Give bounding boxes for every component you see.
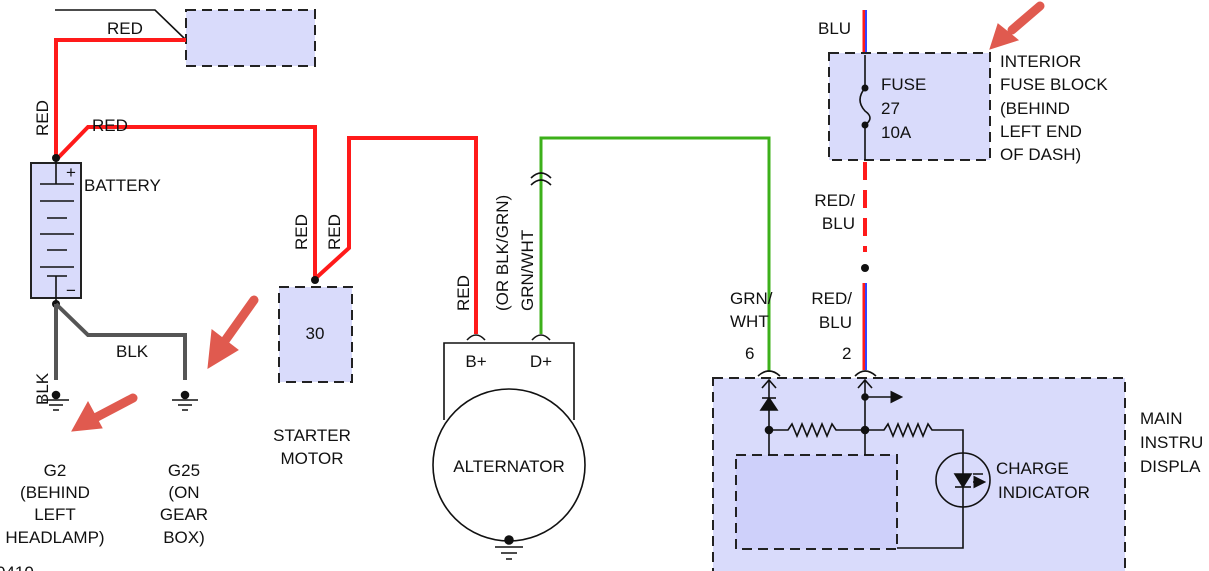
- grn-wht-label-2: WHT: [730, 312, 769, 331]
- red-label-vertical: RED: [33, 100, 52, 136]
- fuse-dot: [861, 84, 869, 92]
- g2-line: (BEHIND: [20, 483, 90, 502]
- grn-wht-label-1: GRN/: [730, 289, 773, 308]
- diagram-code: 0410: [0, 563, 34, 571]
- blk-ground-wires: [54, 302, 187, 380]
- red-blu-label-1a: RED/: [814, 191, 855, 210]
- arrow-icon-g2: [90, 393, 138, 423]
- g2-line: HEADLAMP): [5, 528, 104, 547]
- fuse-block-label-line: LEFT END: [1000, 122, 1082, 141]
- g2-line: G2: [44, 461, 67, 480]
- splice-dot: [861, 264, 869, 272]
- alternator-b-plus: B+: [465, 352, 486, 371]
- grn-wht-wire: [539, 136, 771, 372]
- g25-line: BOX): [163, 528, 205, 547]
- red-label-battery: RED: [92, 116, 128, 135]
- fuse-block-label: INTERIOR FUSE BLOCK (BEHIND LEFT END OF …: [1000, 52, 1108, 164]
- g25-line: (ON: [168, 483, 199, 502]
- inline-connector-icon: [530, 172, 552, 186]
- starter-label-1: STARTER: [273, 426, 351, 445]
- cluster-label-2: INSTRU: [1140, 433, 1203, 452]
- charge-indicator-label-2: INDICATOR: [998, 483, 1090, 502]
- interior-fuse-block: [828, 52, 991, 161]
- blk-label-vertical: BLK: [33, 372, 52, 405]
- battery-plus: +: [66, 163, 76, 182]
- black-lead: [55, 9, 187, 41]
- g2-line: LEFT: [34, 505, 76, 524]
- ground-icon-g2: [43, 390, 69, 411]
- battery-symbol: [30, 154, 82, 308]
- arrow-head-icon: [207, 329, 239, 369]
- alternator-red-label: RED: [454, 275, 473, 311]
- alternator-d-plus: D+: [530, 352, 552, 371]
- alternator-symbol: [432, 334, 586, 560]
- arrow-icon-g25: [217, 295, 259, 350]
- red-wire-alternator: [314, 136, 478, 334]
- starter-junction-dot: [311, 276, 319, 284]
- fuse-dot: [861, 121, 869, 129]
- g25-line: GEAR: [160, 505, 208, 524]
- battery-label: BATTERY: [84, 176, 161, 195]
- arrow-head-icon: [71, 400, 103, 432]
- red-wire-top: [54, 38, 186, 160]
- g2-label: G2 (BEHIND LEFT HEADLAMP): [5, 461, 104, 547]
- cluster-label-1: MAIN: [1140, 409, 1183, 428]
- starter-terminal: 30: [306, 324, 325, 343]
- arrow-icon-fuse-block: [1007, 1, 1045, 35]
- red-blu-label-2a: RED/: [811, 289, 852, 308]
- cluster-label-3: DISPLA: [1140, 457, 1201, 476]
- fuse-line: FUSE: [881, 75, 926, 94]
- red-blu-label-1b: BLU: [822, 214, 855, 233]
- starter-red-label-1: RED: [292, 214, 311, 250]
- charge-indicator-led-icon: [935, 452, 990, 508]
- g25-label: G25 (ON GEAR BOX): [160, 461, 208, 547]
- g25-line: G25: [168, 461, 200, 480]
- charge-indicator-label-1: CHARGE: [996, 459, 1069, 478]
- blu-label: BLU: [818, 19, 851, 38]
- starter-label-2: MOTOR: [281, 449, 344, 468]
- red-label-top: RED: [107, 19, 143, 38]
- top-component-box: [185, 9, 316, 67]
- fuse-block-label-line: OF DASH): [1000, 145, 1081, 164]
- alternator-label: ALTERNATOR: [453, 457, 564, 476]
- starter-motor-box: [278, 286, 353, 383]
- fuse-line: 10A: [881, 123, 912, 142]
- pin-6-label: 6: [745, 344, 754, 363]
- ground-icon-g25: [172, 390, 198, 411]
- pin-2-label: 2: [842, 344, 851, 363]
- fuse-icon: [859, 55, 871, 160]
- fuse-line: 27: [881, 99, 900, 118]
- cluster-circuit: [757, 370, 964, 549]
- fuse-block-label-line: FUSE BLOCK: [1000, 75, 1108, 94]
- arrow-head-icon: [989, 23, 1020, 50]
- starter-red-label-2: RED: [325, 214, 344, 250]
- fuse-block-label-line: INTERIOR: [1000, 52, 1081, 71]
- cluster-module-box: [735, 454, 898, 550]
- red-blu-label-2b: BLU: [819, 313, 852, 332]
- blk-label-horizontal: BLK: [116, 342, 149, 361]
- red-wire-starter: [54, 125, 317, 280]
- annotation-arrows: [71, 1, 1045, 432]
- battery-minus: −: [66, 281, 76, 300]
- alternator-alt-wire-label: (OR BLK/GRN): [493, 195, 512, 311]
- alternator-grn-label: GRN/WHT: [518, 230, 537, 311]
- fuse-block-label-line: (BEHIND: [1000, 99, 1070, 118]
